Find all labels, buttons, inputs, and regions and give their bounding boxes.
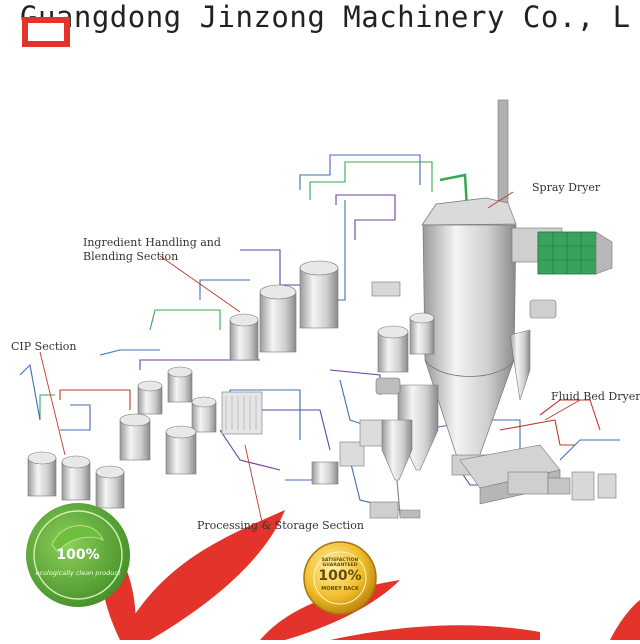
gold-badge-ring-text: SATISFACTION GUARANTEED: [321, 558, 359, 568]
brand-logo: [22, 17, 70, 47]
company-watermark: Guangdong Jinzong Machinery Co., L: [20, 0, 631, 34]
label-fluid-bed-dryer: Fluid Bed Dryer: [551, 390, 640, 403]
ingredient-tanks: [229, 260, 435, 373]
gold-badge: [303, 541, 377, 615]
cip-tanks: [27, 451, 125, 509]
eco-badge-text: ecologically clean product: [35, 569, 121, 577]
gold-badge-sub: MONEY BACK: [321, 586, 359, 592]
processing-vessels: [119, 366, 401, 519]
leader-lines: [39, 191, 581, 523]
label-spray-dryer: Spray Dryer: [532, 181, 601, 194]
cyclones: [381, 384, 439, 519]
label-ingredient-handling-line2: Blending Section: [83, 250, 179, 263]
fluid-bed-dryer: [459, 444, 617, 505]
gold-badge-percent: 100%: [318, 568, 362, 584]
label-processing-storage: Processing & Storage Section: [197, 519, 364, 532]
eco-badge: [26, 503, 130, 607]
label-cip-section: CIP Section: [11, 340, 77, 353]
label-ingredient-handling-line1: Ingredient Handling and: [83, 236, 221, 249]
spray-dryer: [421, 99, 613, 476]
eco-badge-percent: 100%: [56, 547, 100, 563]
